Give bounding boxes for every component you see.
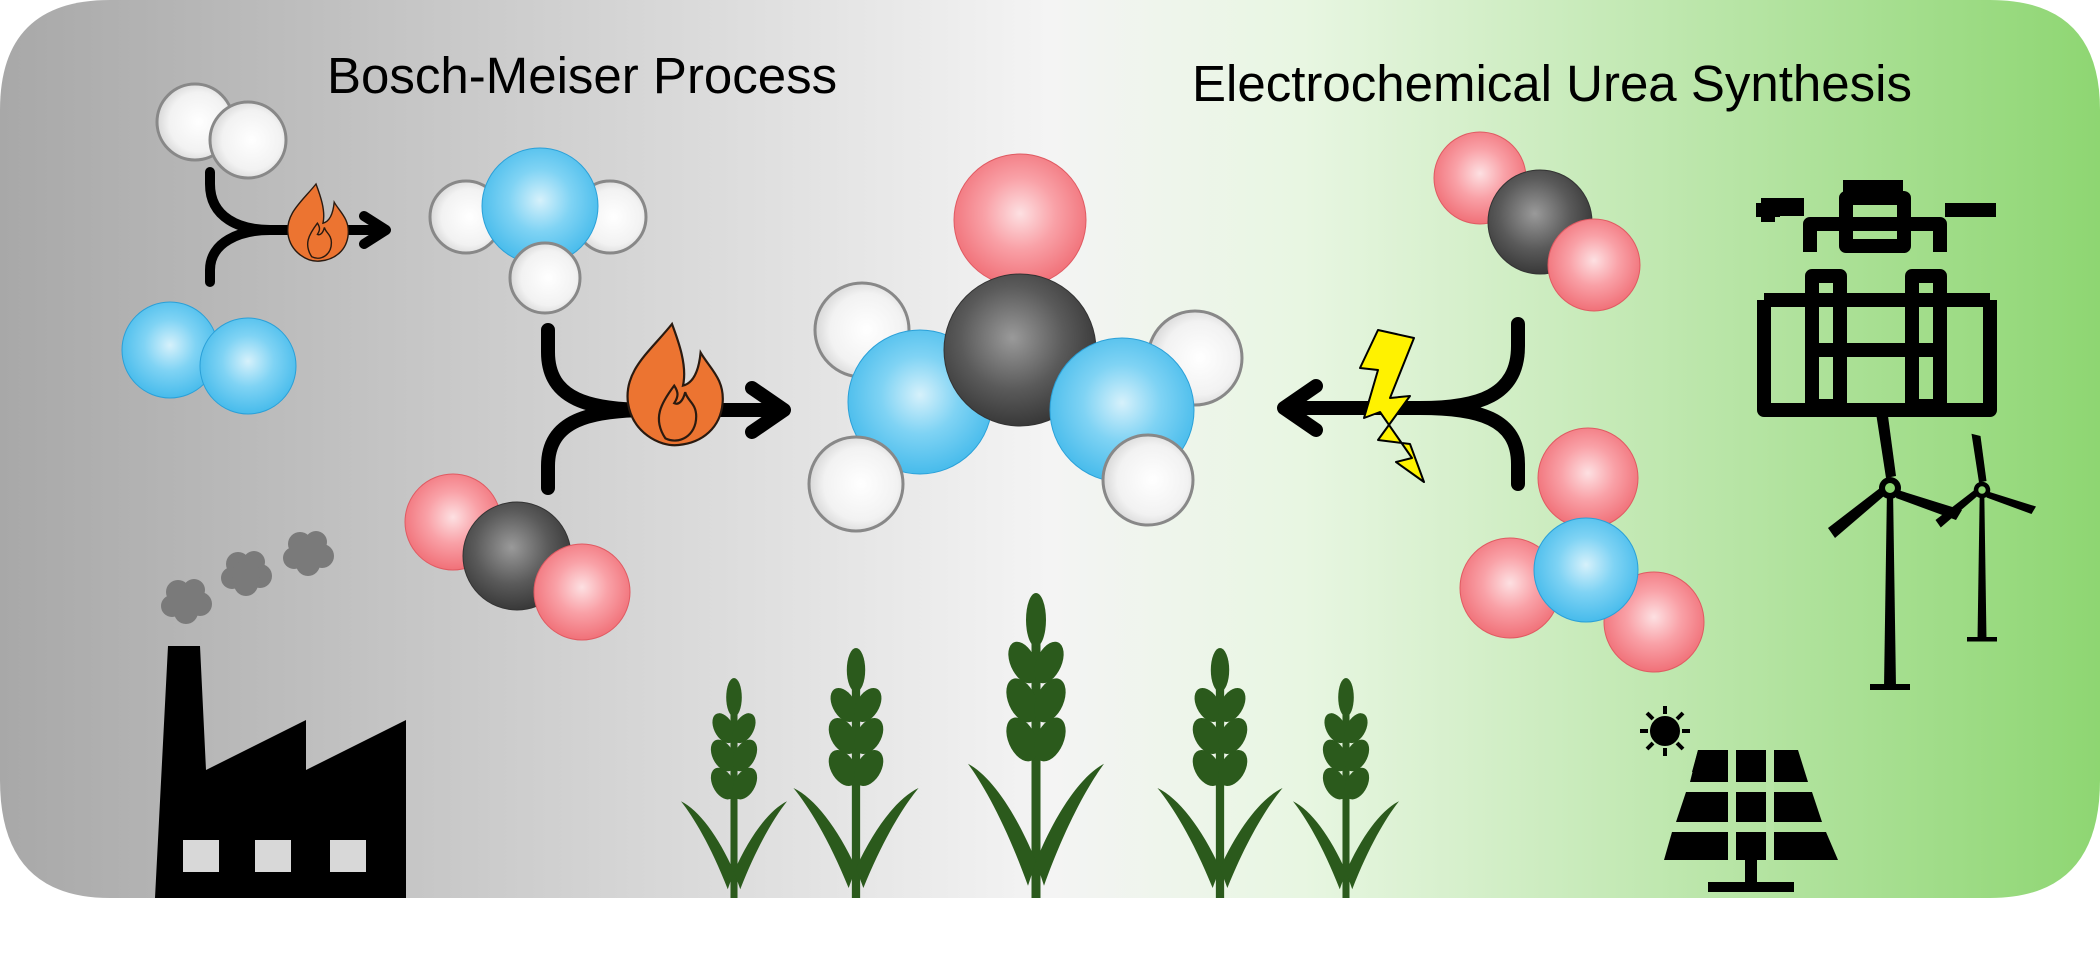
- n2-molecule: [121, 301, 297, 415]
- nh3-molecule: [428, 147, 648, 315]
- lightning-icon: [1359, 329, 1425, 483]
- electrolyzer-icon: [1756, 180, 1997, 417]
- h2-molecule: [155, 82, 288, 180]
- solar-panel-icon: [1664, 750, 1838, 892]
- factory-icon: [155, 646, 406, 898]
- co2-molecule-right: [1433, 131, 1641, 312]
- urea-molecule: [807, 153, 1244, 533]
- sun-icon: [1640, 706, 1690, 756]
- electrochemical-title: Electrochemical Urea Synthesis: [1192, 55, 1912, 112]
- bosch-meiser-title: Bosch-Meiser Process: [327, 47, 838, 104]
- co2-molecule-left: [404, 473, 631, 641]
- no3-molecule: [1459, 427, 1705, 673]
